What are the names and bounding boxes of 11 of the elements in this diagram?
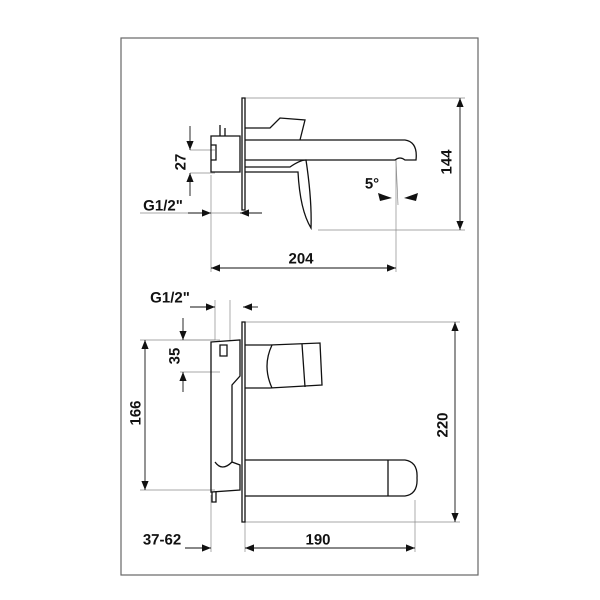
angle-value: 5° (364, 176, 380, 192)
dimension-value: 204 (288, 252, 314, 266)
thread-size: G1/2" (150, 290, 190, 306)
dimension-range: 37-62 (142, 532, 182, 548)
dimension-value: 35 (168, 348, 182, 364)
dimension-value: 27 (174, 154, 188, 170)
dimension-value: 220 (436, 412, 450, 438)
dimension-value: 166 (128, 400, 144, 426)
dimension-value: 190 (305, 532, 331, 548)
thread-size: G1/2" (143, 198, 183, 214)
dimension-value: 144 (440, 149, 454, 175)
